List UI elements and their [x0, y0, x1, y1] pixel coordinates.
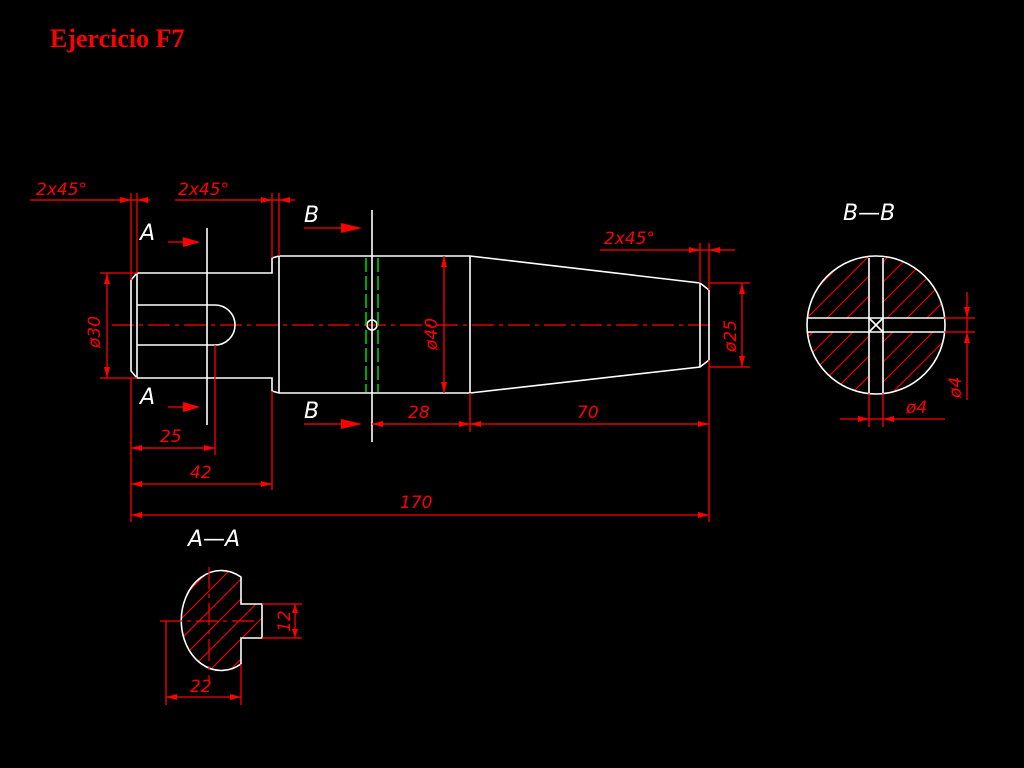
section-marker-a-top: A — [138, 221, 155, 246]
section-marker-b-top: B — [304, 203, 319, 228]
section-bb-outline — [806, 255, 946, 395]
slide-title: Ejercicio F7 — [50, 24, 185, 53]
chamfer-callouts: 2x45° 2x45° 2x45° — [30, 180, 735, 290]
dim-hole-to-taper: 28 — [408, 403, 430, 423]
section-bb-title: B—B — [843, 201, 895, 226]
arrow-a-top — [183, 237, 200, 247]
dim-diameter-25: ø25 — [721, 320, 741, 353]
section-aa-outline — [180, 569, 263, 672]
section-marker-a-bottom: A — [138, 385, 155, 410]
arrow-a-bottom — [183, 402, 200, 412]
chamfer-label-step: 2x45° — [178, 180, 229, 200]
dim-section-a-width: 22 — [190, 677, 212, 697]
dim-taper-length: 70 — [577, 403, 599, 423]
dim-hole-diameter-horizontal: ø4 — [905, 398, 927, 418]
length-dimensions: 25 42 170 28 70 — [130, 345, 710, 522]
section-marker-b-bottom: B — [304, 399, 319, 424]
section-bb: B—B ø4 — [800, 201, 975, 427]
section-aa: A—A 12 22 — [160, 527, 302, 705]
shaft-main-view — [112, 210, 715, 442]
dim-section-a-slot: 12 — [275, 610, 295, 632]
slot-outline — [137, 304, 236, 346]
chamfer-label-left: 2x45° — [36, 180, 87, 200]
dim-hole-diameter-vertical: ø4 — [946, 377, 966, 399]
dim-diameter-40: ø40 — [422, 318, 442, 351]
dim-slot-length: 25 — [160, 427, 182, 447]
section-markers: A A B B — [138, 203, 362, 429]
section-aa-title: A—A — [186, 527, 240, 552]
chamfer-label-right: 2x45° — [604, 229, 655, 249]
dim-small-section-length: 42 — [190, 463, 212, 483]
arrow-b-top — [341, 223, 362, 233]
arrow-b-bottom — [341, 419, 362, 429]
dim-overall-length: 170 — [400, 493, 432, 513]
dim-diameter-30: ø30 — [85, 316, 105, 349]
diameter-dimensions: ø30 ø40 ø25 — [85, 256, 750, 393]
